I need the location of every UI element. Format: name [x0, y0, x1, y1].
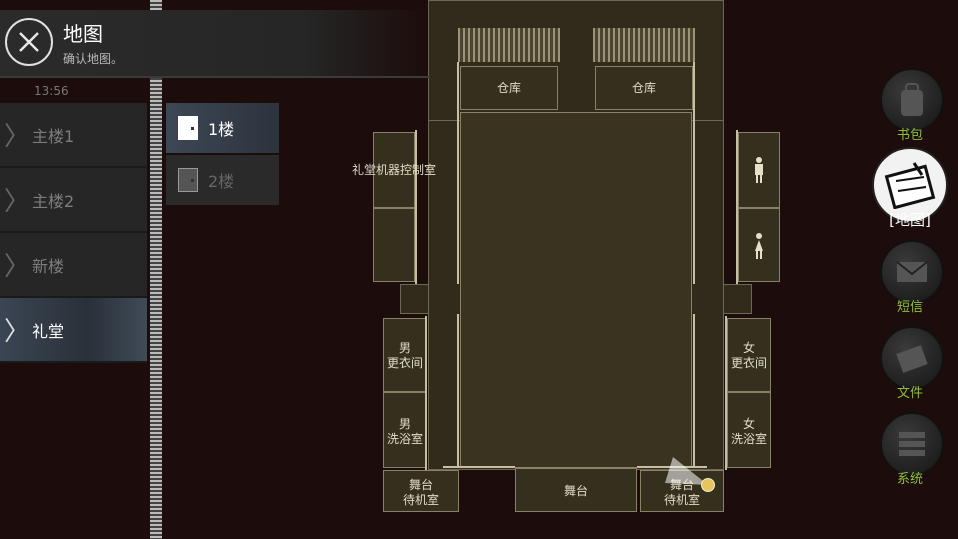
backpack-button[interactable] — [880, 68, 944, 132]
label-line: 女 — [742, 417, 755, 431]
header-bar — [0, 10, 430, 78]
floor-label: 2楼 — [208, 172, 235, 191]
building-item-auditorium[interactable]: 〉礼堂 — [0, 298, 147, 363]
chevron-right-icon: 〉 — [4, 252, 31, 282]
room-label-control-room: 礼堂机器控制室 — [351, 163, 436, 177]
floor-item-2[interactable]: 2楼 — [166, 155, 279, 205]
building-item-new[interactable]: 〉新楼 — [0, 233, 147, 298]
room-label-female-changing: 女更衣间 — [727, 341, 771, 371]
staircase — [458, 28, 560, 62]
menu-label-messages: 短信 — [896, 300, 923, 315]
female-toilet-icon — [755, 233, 763, 259]
player-position-marker — [701, 478, 715, 492]
label-line: 更衣间 — [730, 356, 767, 370]
close-icon — [19, 32, 39, 52]
chevron-right-icon: 〉 — [4, 187, 31, 217]
chevron-right-icon: 〉 — [4, 122, 31, 152]
label-line: 男 — [398, 341, 411, 355]
room-label-male-changing: 男更衣间 — [383, 341, 427, 371]
menu-label-backpack: 书包 — [896, 128, 923, 143]
messages-button[interactable] — [880, 240, 944, 304]
floor-item-1[interactable]: 1楼 — [166, 103, 279, 153]
room-label-male-bath: 男洗浴室 — [383, 417, 427, 447]
panel-divider — [150, 0, 162, 539]
system-button[interactable] — [880, 412, 944, 476]
label-line: 舞台 — [669, 478, 694, 492]
building-label: 主楼2 — [32, 191, 75, 211]
room-label-storage-left: 仓库 — [496, 81, 521, 95]
room-label-waiting-right: 舞台待机室 — [640, 478, 724, 508]
clock-text: 13:56 — [34, 84, 69, 98]
system-icon — [899, 432, 925, 456]
room-label-waiting-left: 舞台待机室 — [383, 478, 459, 508]
room-label-stage: 舞台 — [563, 484, 588, 498]
label-line: 洗浴室 — [386, 432, 423, 446]
building-item-main2[interactable]: 〉主楼2 — [0, 168, 147, 233]
menu-label-system: 系统 — [896, 472, 923, 487]
player-view-cone — [665, 457, 708, 485]
menu-label-map: [地图] — [889, 211, 931, 229]
door-icon — [178, 168, 198, 192]
map-button[interactable] — [872, 147, 948, 223]
building-label: 主楼1 — [32, 126, 75, 146]
room-label-storage-right: 仓库 — [631, 81, 656, 95]
page-title: 地图 — [63, 22, 103, 46]
map-icon — [884, 162, 936, 209]
close-button[interactable] — [5, 18, 53, 66]
room-label-female-bath: 女洗浴室 — [727, 417, 771, 447]
file-icon — [896, 345, 928, 373]
label-line: 更衣间 — [386, 356, 423, 370]
label-line: 舞台 — [408, 478, 433, 492]
door-icon — [178, 116, 198, 140]
building-label: 礼堂 — [32, 321, 65, 341]
label-line: 待机室 — [402, 493, 439, 507]
label-line: 女 — [742, 341, 755, 355]
label-line: 男 — [398, 417, 411, 431]
chevron-right-icon: 〉 — [4, 317, 31, 347]
page-subtitle: 确认地图。 — [63, 52, 124, 66]
label-line: 洗浴室 — [730, 432, 767, 446]
male-toilet-icon — [755, 157, 763, 183]
building-item-main1[interactable]: 〉主楼1 — [0, 103, 147, 168]
staircase — [593, 28, 695, 62]
backpack-icon — [901, 83, 923, 116]
files-button[interactable] — [880, 326, 944, 390]
envelope-icon — [896, 261, 928, 282]
label-line: 待机室 — [663, 493, 700, 507]
menu-label-files: 文件 — [896, 386, 923, 401]
floor-label: 1楼 — [208, 120, 235, 139]
building-label: 新楼 — [32, 256, 65, 276]
